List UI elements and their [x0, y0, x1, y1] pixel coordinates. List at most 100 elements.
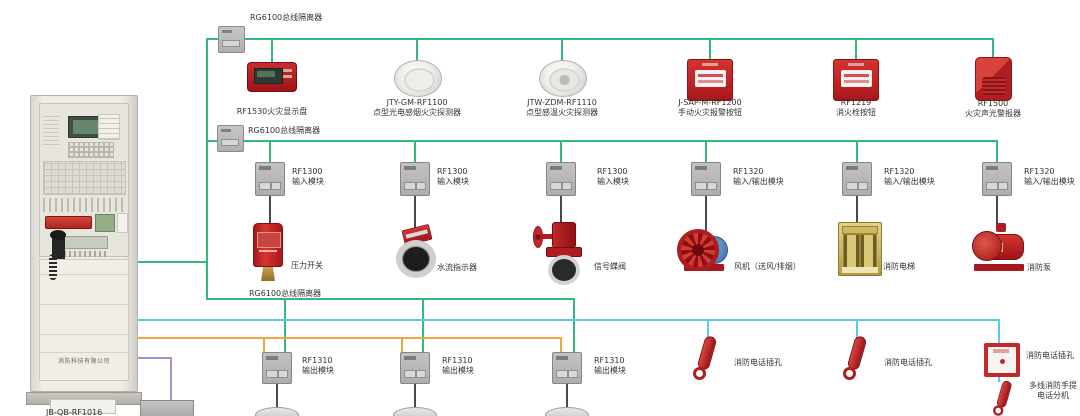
output-module: [552, 352, 582, 384]
output-module: [262, 352, 292, 384]
module-label: RF1300 输入模块: [597, 167, 629, 186]
module-name: 输入/输出模块: [1024, 176, 1075, 186]
device-name: 手动火灾报警按钮: [678, 107, 742, 117]
device-label: JTY-GM-RF1100 点型光电感烟火灾探测器: [352, 98, 482, 117]
module-model: RF1300: [292, 167, 323, 176]
keypad: [68, 142, 114, 158]
input-module: [255, 162, 285, 196]
pump-flange: [996, 223, 1006, 232]
orange-drop: [560, 337, 562, 353]
portable-telephone-extension: [991, 379, 1018, 416]
fan-hub: [692, 244, 704, 256]
cyan-phone-line: [134, 319, 1000, 321]
device-wire: [414, 384, 416, 409]
device-label: J-SAP-M-RF1200 手动火灾报警按钮: [645, 98, 775, 117]
cabinet-nameplate: 消防科技有限公司: [57, 358, 110, 365]
indicator-column: [43, 113, 59, 145]
device-label: RF1500 火灾声光警报器: [928, 99, 1058, 118]
green-drop: [856, 140, 858, 163]
bus-isolator-module: [217, 125, 244, 152]
device-model: JTW-ZDM-RF1110: [527, 98, 597, 107]
heat-detector: [539, 60, 587, 97]
device-model: JTY-GM-RF1100: [386, 98, 448, 107]
module-label: RF1310 输出模块: [594, 356, 626, 375]
input-module: [400, 162, 430, 196]
io-module: [982, 162, 1012, 196]
module-name: 输出模块: [442, 365, 474, 375]
sub-buttons: [64, 251, 108, 257]
device-model: J-SAP-M-RF1200: [678, 98, 742, 107]
handset-cord: [49, 254, 57, 280]
module-model: RF1320: [884, 167, 915, 176]
purple-aux-line: [134, 357, 172, 359]
orange-broadcast-line: [134, 337, 562, 339]
module-label: RF1320 输入/输出模块: [733, 167, 784, 186]
green-drop: [271, 38, 273, 63]
module-model: RF1310: [442, 356, 473, 365]
module-model: RF1320: [733, 167, 764, 176]
green-drop: [996, 140, 998, 163]
fire-pump: [972, 231, 1002, 261]
green-drop: [992, 38, 994, 58]
fire-telephone-handset: [691, 335, 725, 382]
pump-base: [974, 264, 1024, 271]
device-model: RF1500: [977, 99, 1009, 108]
purple-drop: [170, 357, 172, 401]
cyan-drop: [856, 319, 858, 339]
green-bus-vertical: [206, 38, 208, 300]
butterfly-valve-actuator: [552, 222, 576, 248]
module-name: 输出模块: [302, 365, 334, 375]
extension-label-line1: 多线消防手提: [1029, 381, 1077, 390]
fire-alarm-control-cabinet: 消防科技有限公司: [30, 95, 138, 392]
device-wire: [269, 196, 271, 225]
fire-telephone-jack: [984, 343, 1020, 377]
module-label: RF1310 输出模块: [302, 356, 334, 375]
cabinet-upper-face: [39, 103, 129, 270]
module-name: 输入/输出模块: [733, 176, 784, 186]
device-name: 火灾声光警报器: [965, 108, 1021, 118]
zone-indicator-grid: [43, 161, 126, 195]
green-drop: [560, 140, 562, 163]
cyan-drop: [998, 376, 1000, 382]
device-label: 信号蝶阀: [594, 262, 626, 271]
module-label: RF1320 输入/输出模块: [884, 167, 935, 186]
device-wire: [566, 384, 568, 409]
smoke-detector: [394, 60, 442, 97]
green-drop: [573, 298, 575, 353]
module-model: RF1310: [594, 356, 625, 365]
pressure-switch-base: [261, 267, 275, 281]
cyan-drop: [998, 319, 1000, 344]
bus-isolator-module: [218, 26, 245, 53]
module-label: RF1320 输入/输出模块: [1024, 167, 1075, 186]
green-drop: [561, 38, 563, 61]
io-module: [842, 162, 872, 196]
water-flow-indicator: [396, 240, 436, 278]
module-name: 输入/输出模块: [884, 176, 935, 186]
fire-display-panel: [247, 62, 297, 92]
module-name: 输入模块: [292, 176, 324, 186]
device-label: 消防电话插孔: [734, 358, 782, 367]
side-indicator-panel: [98, 114, 120, 140]
cabinet-foot: [50, 399, 116, 414]
extension-label-line2: 电话分机: [1037, 390, 1069, 400]
io-module: [691, 162, 721, 196]
device-label: 消防电话插孔: [1026, 351, 1074, 360]
orange-drop: [263, 337, 265, 353]
green-drop: [422, 298, 424, 353]
module-model: RF1320: [1024, 167, 1055, 176]
device-label: 压力开关: [291, 261, 323, 270]
bus-isolator-label: RG6100总线隔离器: [249, 289, 322, 298]
device-label: 风机（送风/排烟）: [734, 262, 801, 271]
sounder-strobe: [975, 57, 1012, 101]
device-name: 点型感温火灾探测器: [526, 107, 598, 117]
fire-telephone-handset: [841, 335, 875, 382]
device-wire: [560, 196, 562, 223]
device-label: RF1530火灾显示盘: [236, 107, 308, 116]
device-label: RF1219 消火栓按钮: [791, 98, 921, 117]
green-drop: [416, 38, 418, 61]
module-model: RF1310: [302, 356, 333, 365]
green-drop: [705, 140, 707, 163]
device-wire: [996, 196, 998, 226]
manual-call-point: [687, 59, 733, 101]
